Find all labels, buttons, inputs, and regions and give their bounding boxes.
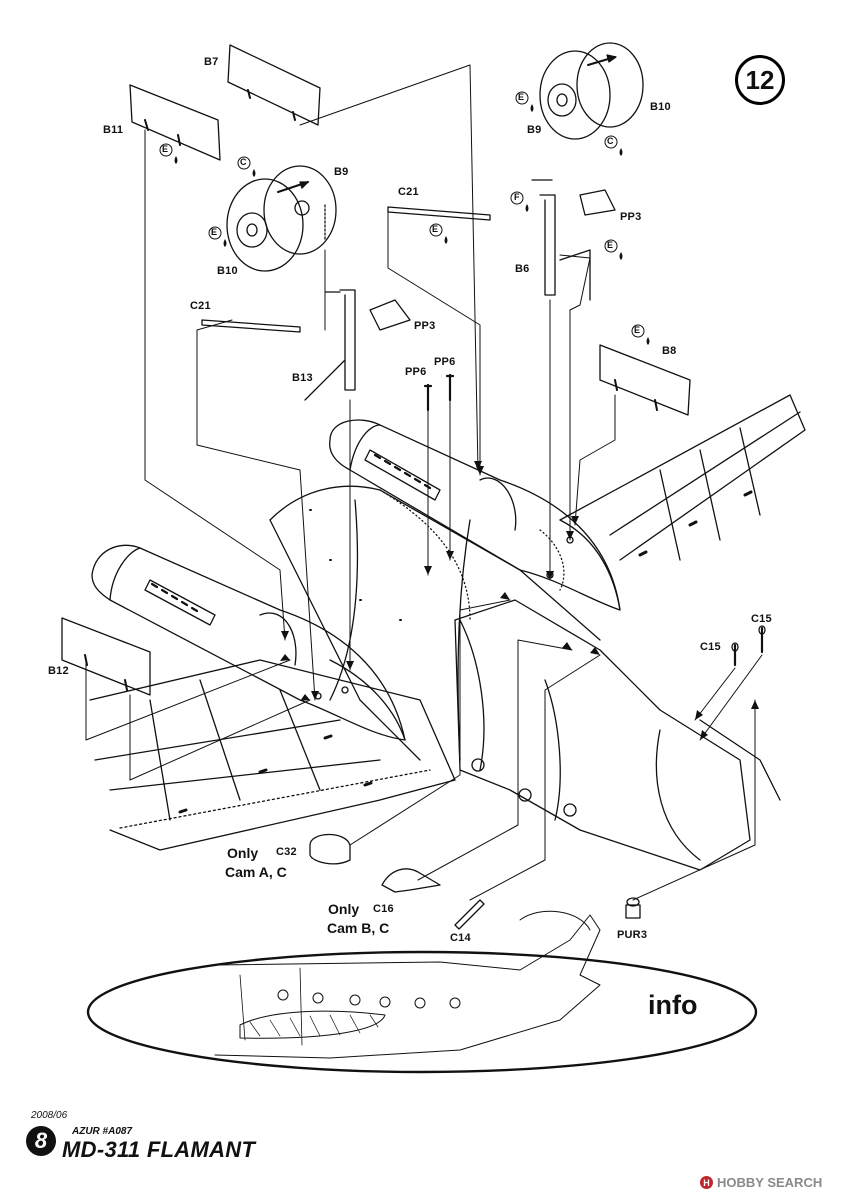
kit-name: MD-311 FLAMANT — [62, 1137, 256, 1162]
part-label-pur3: PUR3 — [617, 929, 648, 941]
rear-fuselage — [454, 599, 781, 871]
part-c14 — [454, 899, 485, 930]
part-label-pp6-b: PP6 — [434, 356, 456, 368]
drop-icons — [174, 104, 650, 345]
door-b7 — [227, 44, 321, 126]
kit-number-badge: 8 — [26, 1126, 56, 1156]
port-wing — [89, 659, 456, 851]
part-label-b9-left: B9 — [334, 166, 349, 178]
leader-lines — [85, 64, 763, 901]
part-label-c21-right: C21 — [398, 186, 419, 198]
right-wheel-assembly — [531, 42, 644, 301]
paint-marker-c: C — [607, 136, 614, 146]
arrowheads — [280, 461, 759, 740]
part-label-b10-left: B10 — [217, 265, 238, 277]
paint-marker-e: E — [607, 240, 614, 250]
left-engine-nacelle — [91, 544, 406, 741]
note-cam-c32: Cam A, C — [225, 864, 287, 880]
paint-marker-e: E — [211, 227, 218, 237]
paint-marker-f: F — [514, 192, 520, 202]
part-label-c16: C16 — [373, 903, 394, 915]
note-cam-c16: Cam B, C — [327, 920, 390, 936]
part-label-pp3-left: PP3 — [414, 320, 436, 332]
part-pur3 — [625, 897, 641, 919]
step-number-badge: 12 — [735, 55, 785, 105]
part-label-c15-a: C15 — [700, 641, 721, 653]
right-engine-nacelle — [329, 419, 621, 611]
door-b8 — [599, 344, 691, 416]
center-section — [269, 485, 601, 761]
part-label-c21-left: C21 — [190, 300, 211, 312]
part-label-b11: B11 — [103, 124, 124, 136]
info-label: info — [648, 990, 698, 1020]
kit-reference: AZUR #A087 — [72, 1126, 133, 1137]
note-only-c32: Only — [227, 845, 259, 861]
part-label-b7: B7 — [204, 56, 219, 68]
part-label-b6: B6 — [515, 263, 530, 275]
part-label-b10-right: B10 — [650, 101, 671, 113]
info-oval — [86, 910, 758, 1074]
part-label-c15-b: C15 — [751, 613, 772, 625]
watermark: H HOBBY SEARCH — [700, 1175, 822, 1190]
watermark-text: HOBBY SEARCH — [717, 1175, 823, 1190]
part-c32 — [309, 833, 351, 865]
struts-c21 — [201, 206, 491, 333]
kit-date: 2008/06 — [31, 1110, 68, 1121]
door-b12 — [61, 617, 151, 696]
left-wheel-assembly — [226, 165, 411, 401]
part-label-b9-right: B9 — [527, 124, 542, 136]
part-label-pp3-right: PP3 — [620, 211, 642, 223]
pitot-pp6 — [423, 373, 455, 412]
part-c16 — [381, 868, 441, 893]
starboard-wing — [559, 394, 806, 561]
door-b11 — [129, 84, 221, 161]
antennas-c15 — [731, 625, 766, 667]
paint-marker-e: E — [162, 144, 169, 154]
part-label-c32: C32 — [276, 846, 297, 858]
paint-marker-e: E — [432, 224, 439, 234]
paint-marker-e: E — [634, 325, 641, 335]
part-label-b13: B13 — [292, 372, 313, 384]
part-label-pp6-a: PP6 — [405, 366, 427, 378]
note-only-c16: Only — [328, 901, 360, 917]
paint-marker-c: C — [240, 157, 247, 167]
paint-markers — [159, 91, 645, 338]
hobbysearch-logo-icon: H — [700, 1176, 713, 1189]
part-label-b8: B8 — [662, 345, 677, 357]
part-label-b12: B12 — [48, 665, 69, 677]
paint-marker-e: E — [518, 92, 525, 102]
part-label-c14: C14 — [450, 932, 471, 944]
